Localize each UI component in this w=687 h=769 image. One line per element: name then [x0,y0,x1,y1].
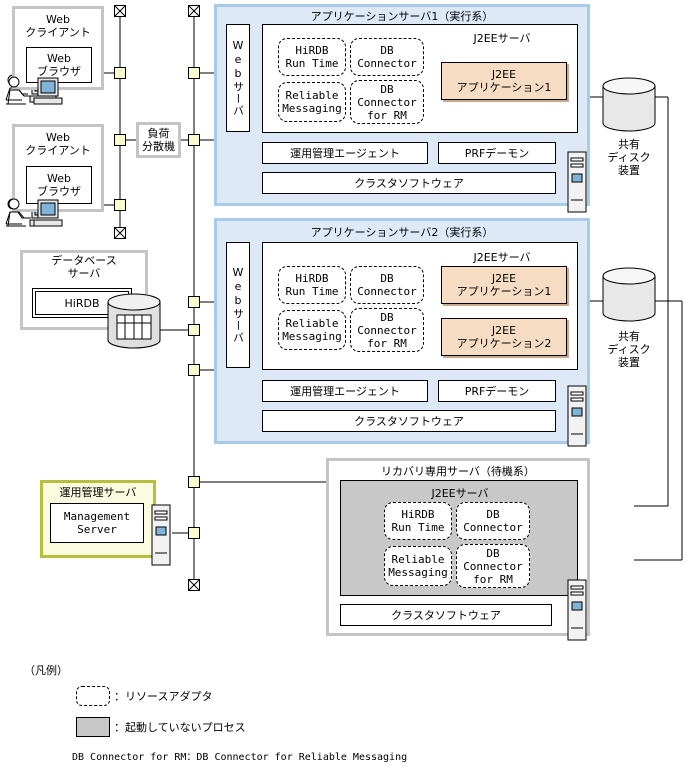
cluster-software: クラスタソフトウェア [262,410,556,432]
management-server-title: 運用管理サーバ [59,486,137,499]
database-server-title: データベース サーバ [51,254,117,280]
shared-disk-label: 共有 ディスク 装置 [607,330,651,369]
management-agent: 運用管理エージェント [262,380,428,402]
web-browser-box: Web ブラウザ [26,166,92,204]
prf-daemon: PRFデーモン [438,380,556,402]
j2ee-server-title: J2EEサーバ [431,487,489,500]
legend-title: （凡例） [24,664,68,677]
db-connector-adapter: DB Connector [350,38,424,76]
hirdb-runtime-adapter: HiRDB Run Time [278,38,346,76]
legend-inactive-swatch [76,717,110,737]
web-client-title: Web クライアント [25,13,91,39]
reliable-messaging-adapter: Reliable Messaging [278,310,346,350]
j2ee-application-1: J2EE アプリケーション1 [441,266,567,304]
recovery-server-title: リカバリ専用サーバ（待機系） [381,465,535,478]
shared-disk-label: 共有 ディスク 装置 [607,138,651,177]
reliable-messaging-adapter: Reliable Messaging [278,82,346,122]
load-balancer: 負荷 分散機 [136,122,181,158]
legend-resource-adapter-label: ：リソースアダプタ [114,690,213,703]
j2ee-application-2: J2EE アプリケーション2 [441,318,567,356]
db-connector-adapter: DB Connector [456,502,530,540]
management-agent: 運用管理エージェント [262,142,428,164]
reliable-messaging-adapter: Reliable Messaging [384,546,452,586]
db-connector-rm-adapter: DB Connector for RM [456,544,530,588]
hirdb-box: HiRDB [32,288,132,318]
terminators [114,5,200,591]
j2ee-application-1: J2EE アプリケーション1 [441,62,567,100]
web-server: Webサーバ [226,24,250,132]
prf-daemon: PRFデーモン [438,142,556,164]
legend-abbreviation: DB Connector for RM：DB Connector for Rel… [72,752,408,763]
web-client-title: Web クライアント [25,131,91,157]
web-browser-box: Web ブラウザ [26,47,92,83]
legend-resource-adapter-swatch [76,686,110,706]
app-server-2-title: アプリケーションサーバ2（実行系） [310,226,494,239]
j2ee-server-title: J2EEサーバ [473,251,531,264]
db-connector-rm-adapter: DB Connector for RM [350,308,424,352]
cluster-software: クラスタソフトウェア [262,172,556,194]
j2ee-server-title: J2EEサーバ [473,32,531,45]
web-server: Webサーバ [226,242,250,368]
shared-disk-icons [602,77,656,322]
hirdb-runtime-adapter: HiRDB Run Time [384,502,452,540]
db-connector-adapter: DB Connector [350,266,424,304]
db-connector-rm-adapter: DB Connector for RM [350,80,424,124]
management-server-inner: Management Server [50,503,144,543]
app-server-1-title: アプリケーションサーバ1（実行系） [310,10,494,23]
cluster-software: クラスタソフトウェア [340,604,552,626]
network-nodes [114,67,200,539]
hirdb-runtime-adapter: HiRDB Run Time [278,266,346,304]
legend-inactive-label: ：起動していないプロセス [114,721,246,734]
